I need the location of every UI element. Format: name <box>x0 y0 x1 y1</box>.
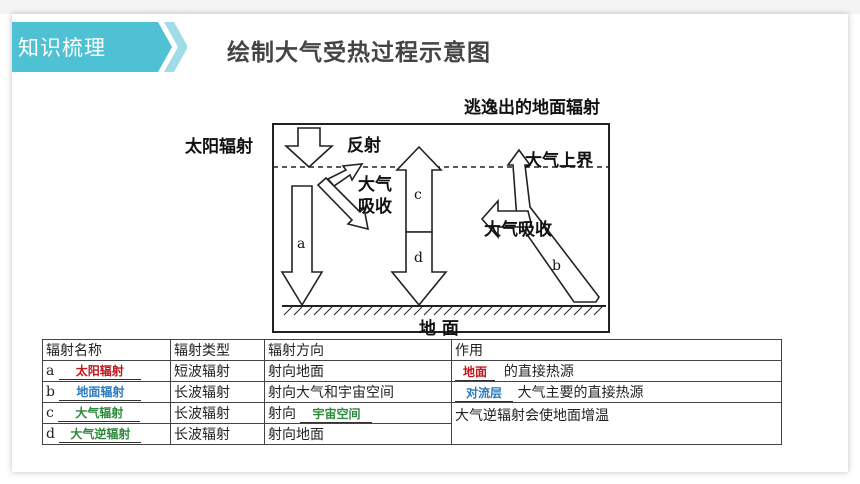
row-direction: 射向地面 <box>264 360 452 382</box>
table-header-row: 辐射名称 辐射类型 辐射方向 作用 <box>42 339 782 361</box>
top-strip <box>0 0 860 14</box>
atmosphere-absorb-arrow-right <box>480 198 534 240</box>
answer-effect: 对流层 <box>455 385 513 402</box>
label-escaped-ground-radiation: 逃逸出的地面辐射 <box>464 98 600 118</box>
answer-name: 太阳辐射 <box>58 363 141 380</box>
row-type: 长波辐射 <box>170 402 265 424</box>
row-letter: b <box>46 383 55 400</box>
header-direction: 辐射方向 <box>264 339 452 361</box>
label-atm-absorb-2: 吸收 <box>358 197 392 217</box>
row-direction: 射向 <box>268 406 296 422</box>
ground-hatching <box>283 306 603 316</box>
row-type: 长波辐射 <box>170 381 265 403</box>
row-direction: 射向大气和宇宙空间 <box>264 381 452 403</box>
header-type: 辐射类型 <box>170 339 265 361</box>
label-c: c <box>414 187 422 203</box>
table-row: d 大气逆辐射 长波辐射 射向地面 <box>42 423 782 445</box>
row-effect: 大气主要的直接热源 <box>517 385 644 401</box>
row-letter: c <box>46 404 54 421</box>
label-reflection: 反射 <box>347 136 381 156</box>
label-ground: 地 面 <box>419 319 459 339</box>
section-label: 知识梳理 <box>18 36 106 60</box>
section-tab <box>12 22 187 72</box>
label-solar-radiation: 太阳辐射 <box>185 137 253 157</box>
reflection-arrow <box>326 163 364 188</box>
label-atm-absorb-right: 大气吸收 <box>484 220 552 240</box>
table-row: a 太阳辐射 短波辐射 射向地面 地面 的直接热源 <box>42 360 782 382</box>
row-type: 长波辐射 <box>170 423 265 445</box>
row-effect: 大气逆辐射会使地面增温 <box>451 402 782 445</box>
answer-name: 大气逆辐射 <box>59 426 142 443</box>
page-title: 绘制大气受热过程示意图 <box>227 40 491 66</box>
header-effect: 作用 <box>451 339 782 361</box>
table-row: c 大气辐射 长波辐射 射向 宇宙空间 大气逆辐射会使地面增温 <box>42 402 782 445</box>
row-effect: 的直接热源 <box>503 364 574 380</box>
label-d: d <box>414 250 423 266</box>
diagram-box <box>272 123 610 333</box>
radiation-table: 辐射名称 辐射类型 辐射方向 作用 a 太阳辐射 短波辐射 射向地面 地面 的直… <box>42 339 782 445</box>
label-atm-absorb-1: 大气 <box>358 175 392 195</box>
answer-name: 大气辐射 <box>58 405 141 422</box>
label-upper-atmosphere: 大气上界 <box>525 151 593 171</box>
label-a: a <box>297 236 306 252</box>
label-b: b <box>552 258 561 274</box>
row-direction: 射向地面 <box>264 423 452 445</box>
table-row: b 地面辐射 长波辐射 射向大气和宇宙空间 对流层 大气主要的直接热源 <box>42 381 782 403</box>
row-type: 短波辐射 <box>170 360 265 382</box>
solar-radiation-arrow <box>283 127 335 169</box>
atmosphere-absorb-arrow-left <box>316 176 370 231</box>
answer-direction: 宇宙空间 <box>300 406 373 423</box>
row-letter: d <box>46 425 55 442</box>
answer-name: 地面辐射 <box>59 384 142 401</box>
answer-effect: 地面 <box>455 364 495 381</box>
header-name: 辐射名称 <box>42 339 171 361</box>
arrow-a-solar-to-ground <box>280 185 324 307</box>
arrow-d-down <box>390 231 448 307</box>
row-letter: a <box>46 362 55 379</box>
